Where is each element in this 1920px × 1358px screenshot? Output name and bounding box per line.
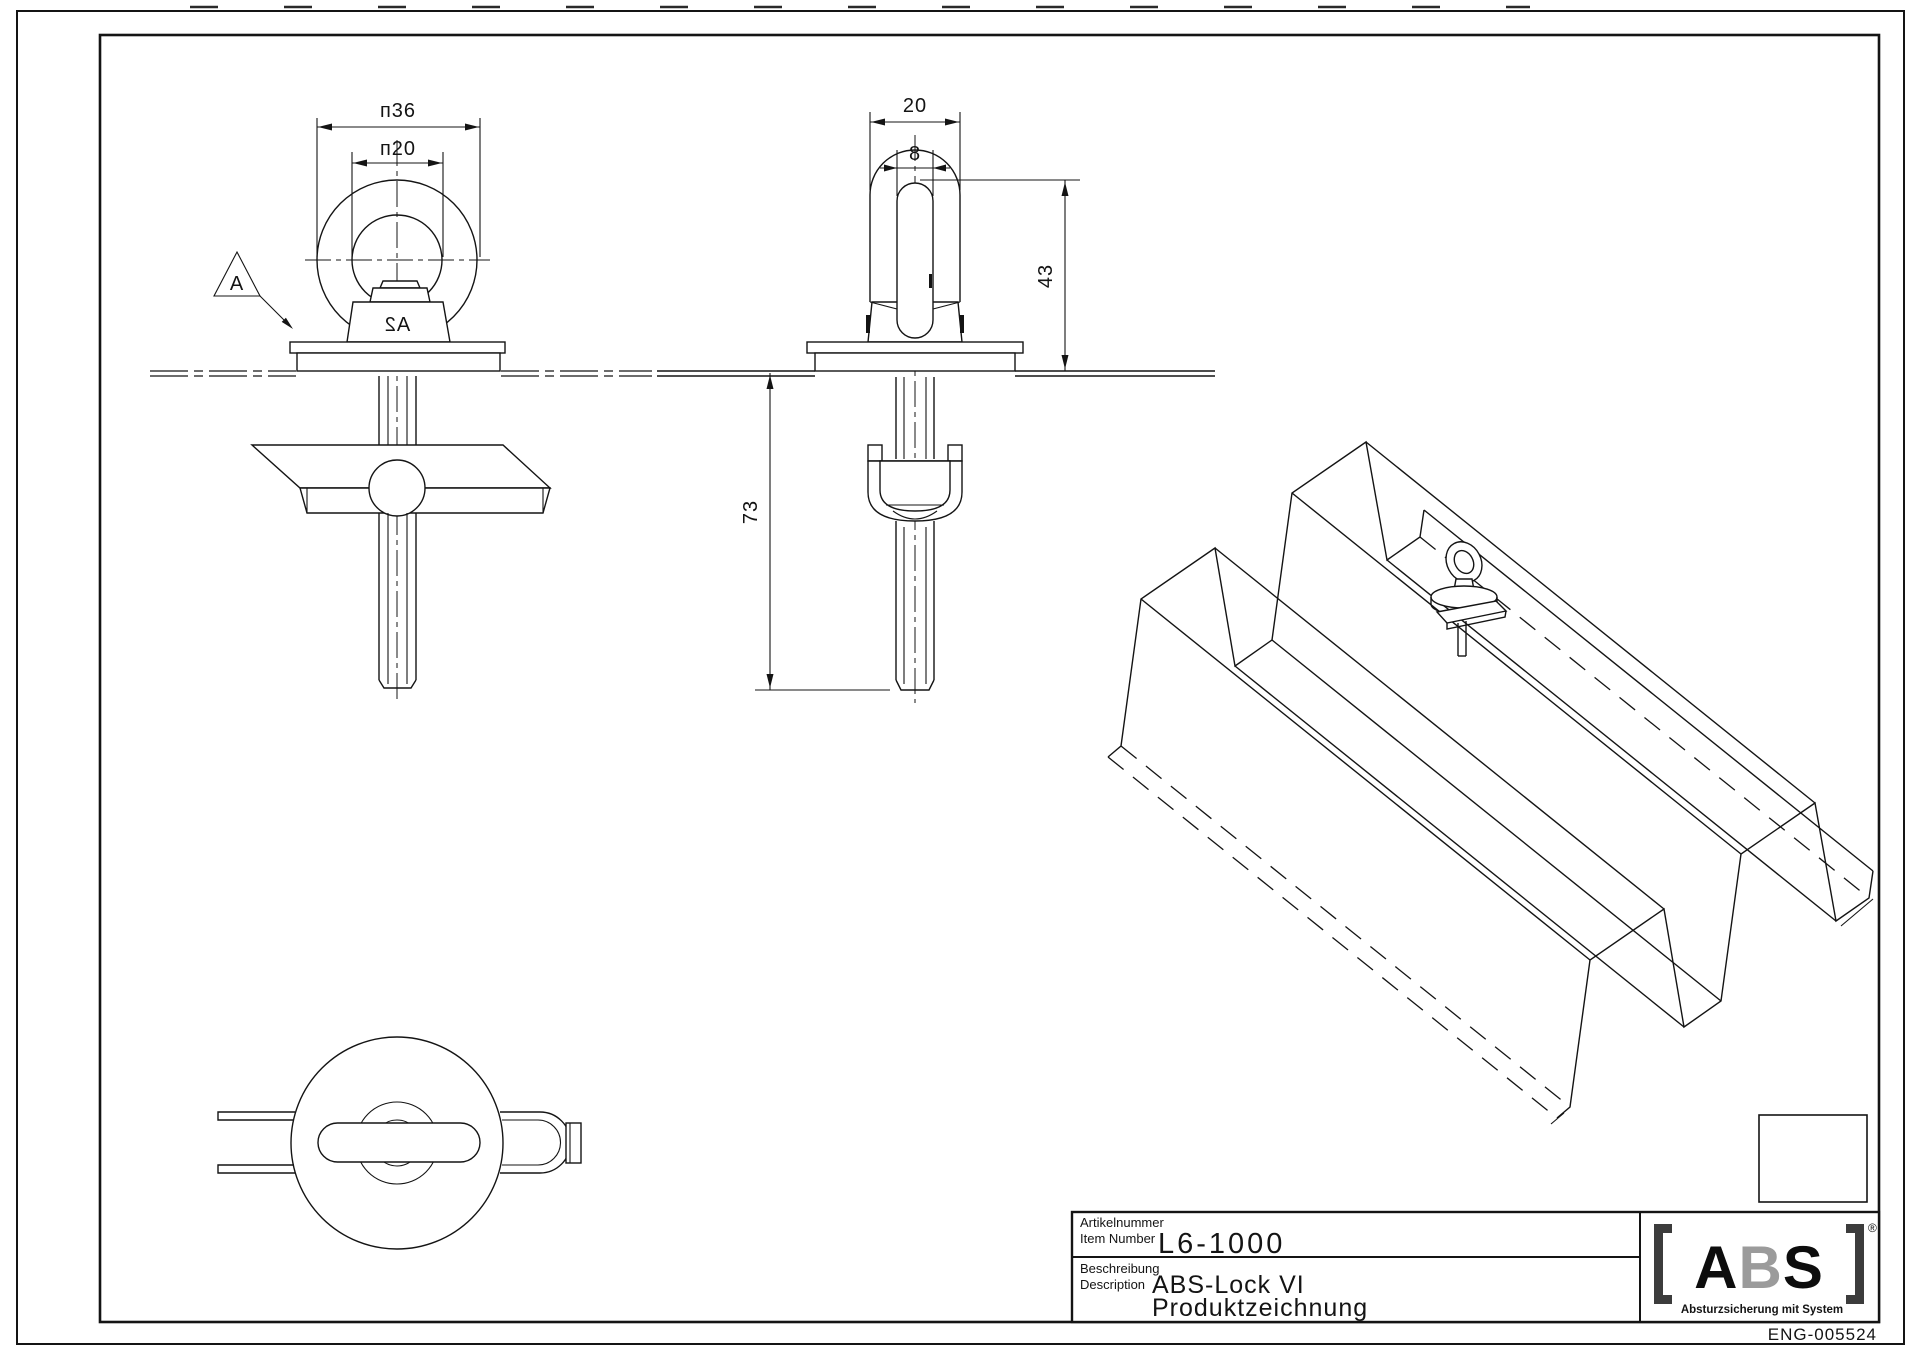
threaded-rod-lower (378, 513, 417, 689)
logo-letter-a: A (1694, 1234, 1738, 1301)
logo-letter-b: B (1738, 1234, 1782, 1301)
ball-bottom-arc (892, 510, 938, 520)
outer-border (16, 10, 1905, 1345)
collar-step-lower (369, 287, 431, 303)
flange-edge-hidden-1 (1107, 756, 1558, 1119)
detail-marker-triangle (213, 250, 261, 297)
u-strap-ear-right (947, 444, 963, 462)
sheet-far-profile (1107, 440, 1425, 758)
logo-letters: ABS (1694, 1234, 1824, 1301)
dim-label-8: 8 (909, 143, 921, 165)
logo-bracket-left (1654, 1224, 1672, 1304)
dim-label-d20: п20 (380, 138, 416, 160)
iso-toggle-bar-side (1446, 610, 1507, 630)
description-value-line1: ABS-Lock VI (1152, 1271, 1305, 1299)
dim-slot-8: 8 (880, 143, 950, 196)
title-block: Artikelnummer Item Number L6-1000 Beschr… (1070, 1114, 1881, 1344)
side-flange-lower (814, 352, 1016, 372)
flange-lower-plate (296, 352, 501, 372)
side-flange-top (806, 341, 1024, 354)
shoulder-right (932, 301, 961, 310)
description-value-line2: Produktzeichnung (1152, 1294, 1368, 1322)
collar-step-upper (378, 280, 422, 289)
iso-rod (1457, 621, 1467, 657)
left-prongs (217, 1111, 295, 1174)
detail-marker: A (213, 250, 293, 329)
eye-side-outer-profile (869, 149, 961, 302)
dim-label-20: 20 (903, 95, 927, 117)
ridge1-edge-right (1214, 547, 1665, 910)
ridge2-edge-left (1291, 492, 1742, 855)
dim-length-73: 73 (740, 373, 890, 691)
shoulder-left (869, 301, 898, 310)
logo-tagline: Absturzsicherung mit System (1681, 1304, 1843, 1316)
thread-tick-left (866, 315, 870, 333)
eye-side-slot (896, 182, 934, 339)
right-lip-edge (1423, 509, 1874, 872)
side-rod-lower (895, 521, 935, 691)
dim-label-73: 73 (740, 500, 762, 524)
item-label-de: Artikelnummer (1080, 1215, 1164, 1230)
toggle-top-view (317, 1122, 481, 1163)
flange-disc-circle (290, 1036, 504, 1250)
desc-label-en: Description (1080, 1277, 1145, 1292)
dim-diameter-20: п20 (351, 138, 444, 257)
thickness-line-2 (1840, 898, 1874, 927)
title-block-outline (1070, 1210, 1881, 1324)
side-view: 20 8 43 73 (657, 95, 1215, 703)
u-strap-ear-left (867, 444, 883, 462)
flange-edge-hidden-2 (1120, 745, 1571, 1108)
steel-grade-mark: A2 (384, 314, 410, 336)
front-view: A2 (150, 100, 652, 703)
side-rod-upper (895, 377, 935, 459)
ridge1-edge-left (1140, 598, 1591, 961)
dim-height-43: 43 (920, 179, 1080, 371)
abs-logo: ABS ® Absturzsicherung mit System (1654, 1221, 1877, 1316)
u-strap-toggle (867, 444, 963, 522)
thread-tick-right (960, 315, 964, 333)
thickness-line-1 (1550, 1112, 1565, 1125)
logo-bracket-right (1846, 1224, 1864, 1304)
desc-label-de: Beschreibung (1080, 1261, 1160, 1276)
inner-border (98, 33, 1881, 1324)
rod-tip-chamfer (378, 679, 417, 689)
flange-top-plate (289, 341, 506, 354)
dim-label-43: 43 (1035, 264, 1057, 288)
threaded-rod-upper (378, 376, 417, 445)
u-strap-inner (879, 460, 951, 512)
iso-anchor (1430, 541, 1508, 657)
side-rod-tip (895, 679, 935, 691)
item-label-en: Item Number (1080, 1231, 1156, 1246)
doc-number: ENG-005524 (1768, 1325, 1877, 1344)
logo-letter-s: S (1783, 1234, 1824, 1301)
sheet-frame (16, 5, 1905, 1345)
dim-width-20: 20 (869, 95, 961, 190)
registered-mark: ® (1868, 1221, 1877, 1235)
sheet-near-profile (1556, 801, 1874, 1119)
top-view (217, 1036, 582, 1250)
pin-end-cap (565, 1122, 582, 1164)
detail-marker-label: A (230, 273, 244, 295)
ridge2-edge-right (1365, 441, 1816, 804)
item-number-value: L6-1000 (1158, 1228, 1285, 1260)
dim-label-d36: п36 (380, 100, 416, 122)
stamp-box (1758, 1114, 1868, 1203)
pivot-ball (368, 459, 426, 517)
slot-tick (929, 274, 932, 288)
dim-diameter-36: п36 (316, 100, 481, 257)
valley-edge-right (1271, 639, 1722, 1002)
valley-edge-left (1234, 665, 1685, 1028)
iso-eye-inner (1453, 549, 1475, 575)
right-u-bracket (500, 1111, 582, 1174)
isometric-view (1107, 440, 1874, 1125)
